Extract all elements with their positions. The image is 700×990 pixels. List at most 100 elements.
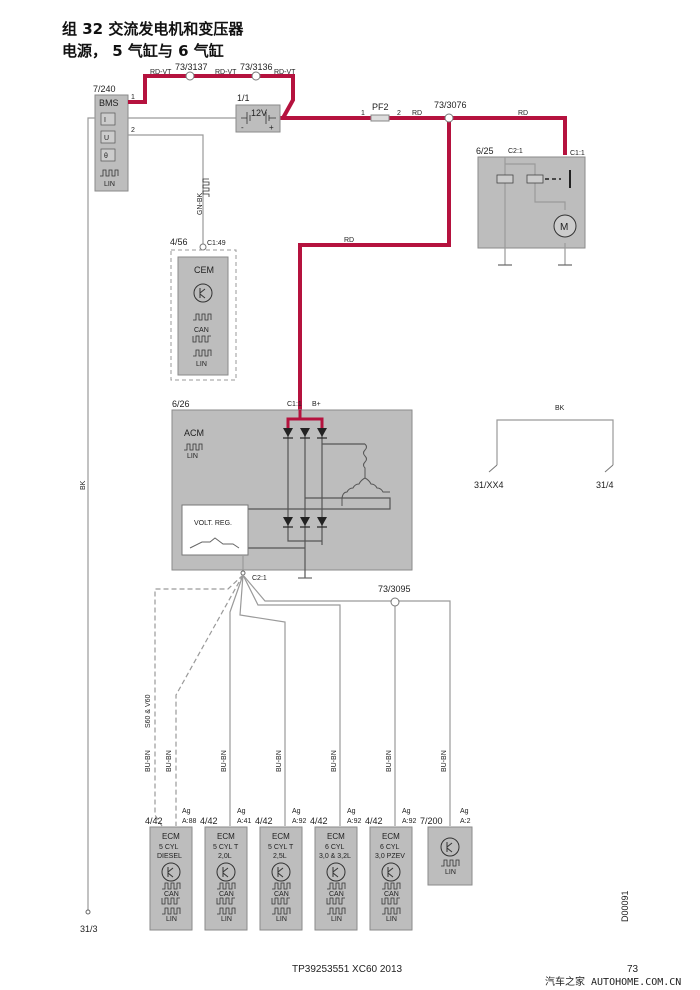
svg-text:Ag: Ag <box>292 808 301 815</box>
bms-ref: 7/240 <box>93 84 116 94</box>
svg-text:5 CYL T: 5 CYL T <box>268 844 294 851</box>
battery: 1/1 12V - + <box>235 93 281 133</box>
wire-label-rd: RD <box>518 110 528 117</box>
splice-73-3076: 73/3076 <box>434 100 467 110</box>
splice-73-3137: 73/3137 <box>175 62 208 72</box>
svg-text:ECM: ECM <box>382 832 400 841</box>
svg-text:5 CYL T: 5 CYL T <box>213 844 239 851</box>
svg-text:LIN: LIN <box>276 916 287 923</box>
svg-text:4/42: 4/42 <box>310 816 328 826</box>
cem-module: 4/56 C1:49 CEM CAN LIN <box>170 237 237 381</box>
svg-text:BU-BN: BU-BN <box>221 750 228 772</box>
svg-text:ECM: ECM <box>327 832 345 841</box>
fuse-pin2: 2 <box>397 110 401 117</box>
acm-c1: C1:1 <box>287 401 302 408</box>
svg-text:LIN: LIN <box>445 869 456 876</box>
svg-text:BU-BN: BU-BN <box>276 750 283 772</box>
wire-labels-bu-bn: BU-BN S60 & V60 BU-BN BU-BN BU-BN BU-BN … <box>145 694 448 772</box>
svg-text:DIESEL: DIESEL <box>157 853 182 860</box>
splice-icon <box>390 597 400 607</box>
cem-label: CEM <box>194 265 214 275</box>
svg-text:LIN: LIN <box>221 916 232 923</box>
svg-text:BU-BN: BU-BN <box>331 750 338 772</box>
battery-ref: 1/1 <box>237 93 250 103</box>
motor-icon <box>553 214 577 238</box>
diagram-subtitle: 电源， 5 气缸与 6 气缸 <box>62 42 224 60</box>
acm-ref: 6/26 <box>172 399 190 409</box>
ground-31-4: 31/4 <box>596 480 614 490</box>
svg-text:ECM: ECM <box>162 832 180 841</box>
acm-alternator: 6/26 C1:1 B+ ACM LIN VOLT. REG. C2:1 <box>171 399 413 582</box>
svg-text:CAN: CAN <box>219 891 234 898</box>
svg-text:Ag: Ag <box>237 808 246 815</box>
svg-text:7/200: 7/200 <box>420 816 443 826</box>
wire-ecm4 <box>242 574 341 826</box>
ground-31-3: 31/3 <box>80 924 98 934</box>
sym-theta: θ <box>104 153 108 160</box>
module-7-200: 7/200 AgA:2 LIN <box>420 808 473 886</box>
svg-text:Ag: Ag <box>460 808 469 815</box>
wire-label-rd: RD <box>344 237 354 244</box>
svg-text:ECM: ECM <box>272 832 290 841</box>
wire-label-bk: BK <box>80 480 87 490</box>
bms-module: 7/240 BMS I U θ LIN 1 2 <box>93 84 135 192</box>
svg-text:CAN: CAN <box>384 891 399 898</box>
lin-signal-icon <box>99 169 119 177</box>
svg-text:5 CYL: 5 CYL <box>159 844 179 851</box>
battery-voltage: 12V <box>251 108 267 118</box>
ecm-3: 4/42 AgA:92 ECM 5 CYL T 2,5L CAN LIN <box>255 808 307 931</box>
svg-text:2,0L: 2,0L <box>218 853 232 860</box>
svg-text:BU-BN: BU-BN <box>386 750 393 772</box>
splice-icon <box>444 113 454 123</box>
motor-label: M <box>560 222 568 233</box>
starter-relay: 6/25 C2:1 C1:1 M <box>476 146 586 266</box>
wire-rd-acm <box>298 118 451 410</box>
svg-text:4/42: 4/42 <box>200 816 218 826</box>
diagram-title: 组 32 交流发电机和变压器 <box>62 20 244 38</box>
splice-73-3095: 73/3095 <box>378 584 411 594</box>
svg-text:A:41: A:41 <box>237 818 252 825</box>
svg-text:CAN: CAN <box>274 891 289 898</box>
svg-text:6 CYL: 6 CYL <box>380 844 400 851</box>
battery-plus: + <box>269 123 274 132</box>
relay-c2: C2:1 <box>508 148 523 155</box>
svg-text:A:92: A:92 <box>402 818 417 825</box>
wire-rdvt <box>128 74 295 119</box>
bms-pin1: 1 <box>131 94 135 101</box>
cem-conn: C1:49 <box>207 240 226 247</box>
watermark: 汽车之家 AUTOHOME.COM.CN <box>545 975 681 988</box>
wire-label-rd: RD <box>412 110 422 117</box>
voltage-sensor-icon <box>100 130 116 144</box>
svg-text:LIN: LIN <box>331 916 342 923</box>
svg-text:4/42: 4/42 <box>255 816 273 826</box>
svg-text:Ag: Ag <box>402 808 411 815</box>
splice-icon <box>251 71 261 81</box>
svg-text:2,5L: 2,5L <box>273 853 287 860</box>
svg-text:A:92: A:92 <box>292 818 307 825</box>
fuse-pin1: 1 <box>361 110 365 117</box>
temperature-sensor-icon <box>100 148 116 162</box>
svg-text:6 CYL: 6 CYL <box>325 844 345 851</box>
acm-bplus: B+ <box>312 401 321 408</box>
wire-bk-ground <box>87 117 95 912</box>
svg-text:CAN: CAN <box>329 891 344 898</box>
battery-minus: - <box>241 123 244 132</box>
wire-7200 <box>242 574 451 826</box>
svg-text:A:88: A:88 <box>182 818 197 825</box>
battery-icon <box>241 112 276 124</box>
svg-text:A:2: A:2 <box>460 818 471 825</box>
svg-text:3,0 & 3,2L: 3,0 & 3,2L <box>319 853 351 860</box>
svg-text:BU-BN: BU-BN <box>145 750 152 772</box>
svg-text:Ag: Ag <box>182 808 191 815</box>
wire-label-gnbk: GN-BK <box>197 193 204 216</box>
sym-i: I <box>104 117 106 124</box>
svg-text:3,0 PZEV: 3,0 PZEV <box>375 853 405 860</box>
acm-label: ACM <box>184 428 204 438</box>
wire-diesel-dashed <box>154 574 244 827</box>
acm-lin: LIN <box>187 453 198 460</box>
wire-ecm2 <box>229 574 244 826</box>
svg-text:CAN: CAN <box>164 891 179 898</box>
